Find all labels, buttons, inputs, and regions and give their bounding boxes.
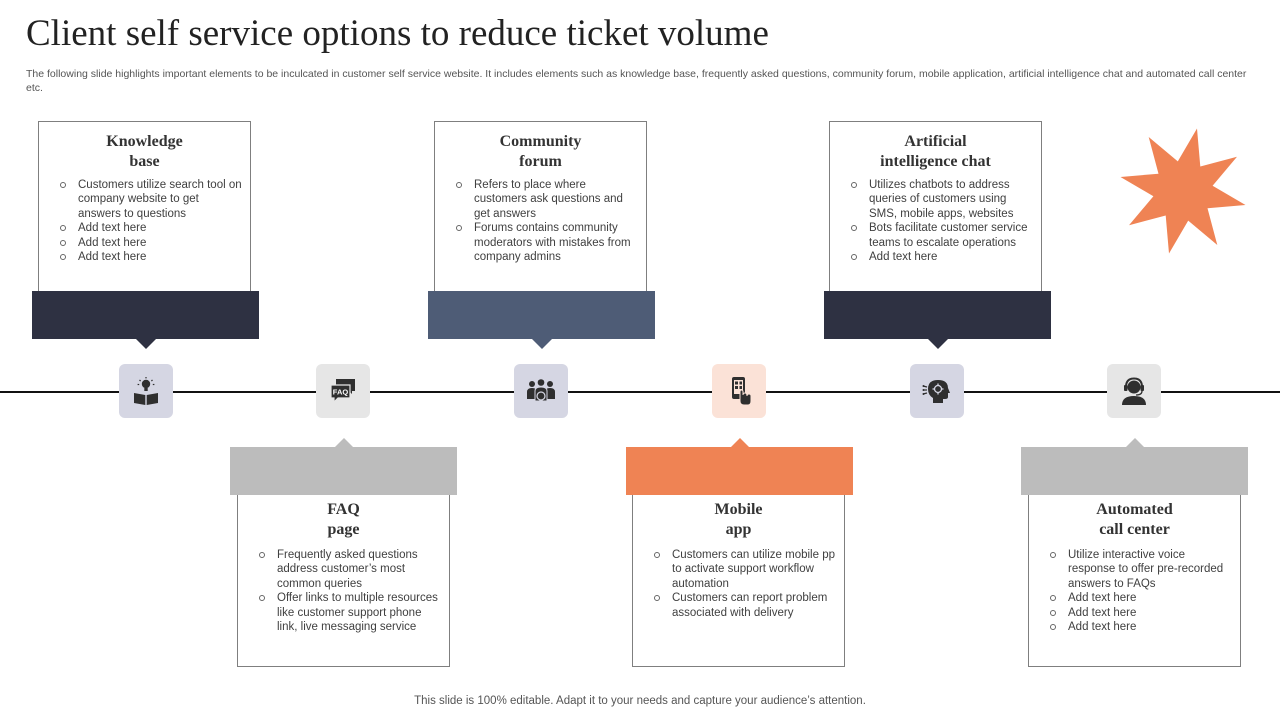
call-center-card: Automated call center Utilize interactiv… [1028, 488, 1241, 667]
ai-chat-bullets: Utilizes chatbots to address queries of … [830, 178, 1041, 264]
community-forum-icon-box [514, 364, 568, 418]
faq-page-bullets: Frequently asked questions address custo… [238, 548, 449, 634]
title-line-2: base [129, 153, 160, 170]
faq-chat-icon: FAQ [330, 379, 355, 404]
mobile-app-title: Mobile app [633, 500, 844, 540]
bullet-item: Add text here [60, 221, 242, 235]
title-line-1: Mobile [714, 501, 763, 518]
call-center-bullets: Utilize interactive voice response to of… [1029, 548, 1240, 634]
bullet-item: Customers can report problem associated … [654, 591, 836, 620]
title-line-1: Knowledge [106, 133, 183, 150]
community-forum-card: Community forum Refers to place where cu… [434, 121, 647, 297]
faq-page-title: FAQ page [238, 500, 449, 540]
bullet-item: Frequently asked questions address custo… [259, 548, 441, 591]
ai-chat-icon-box [910, 364, 964, 418]
ai-chat-card: Artificial intelligence chat Utilizes ch… [829, 121, 1042, 297]
slide-title: Client self service options to reduce ti… [26, 13, 769, 54]
ai-chat-title: Artificial intelligence chat [830, 132, 1041, 172]
community-forum-band [428, 291, 655, 349]
mobile-app-icon-box [712, 364, 766, 418]
mobile-touch-icon [732, 377, 752, 406]
title-line-2: app [725, 521, 752, 538]
lightbulb-book-icon [134, 377, 158, 405]
knowledge-base-card: Knowledge base Customers utilize search … [38, 121, 251, 297]
people-group-icon [527, 379, 555, 402]
knowledge-base-title: Knowledge base [39, 132, 250, 172]
mobile-app-card: Mobile app Customers can utilize mobile … [632, 488, 845, 667]
title-line-1: Artificial [904, 133, 967, 150]
bullet-item: Add text here [60, 250, 242, 264]
title-line-2: intelligence chat [880, 153, 991, 170]
bullet-item: Refers to place where customers ask ques… [456, 178, 638, 221]
mobile-app-band [626, 438, 853, 495]
mobile-app-bullets: Customers can utilize mobile pp to activ… [633, 548, 844, 620]
orange-starburst-decoration [1120, 128, 1246, 254]
faq-page-card: FAQ page Frequently asked questions addr… [237, 488, 450, 667]
call-center-title: Automated call center [1029, 500, 1240, 540]
slide-subtitle: The following slide highlights important… [26, 68, 1247, 94]
bullet-item: Customers utilize search tool on company… [60, 179, 242, 220]
ai-chat-band [824, 291, 1051, 349]
title-line-2: call center [1099, 521, 1170, 538]
bullet-item: Add text here [60, 236, 242, 250]
knowledge-base-band [32, 291, 259, 349]
bullet-item: Bots facilitate customer service teams t… [851, 221, 1033, 250]
call-center-band [1021, 438, 1248, 495]
bullet-item: Add text here [1050, 591, 1232, 605]
bullet-item: Add text here [851, 250, 1033, 264]
headset-agent-icon [1122, 377, 1146, 405]
title-line-1: Automated [1096, 501, 1173, 518]
bullet-item: Add text here [1050, 620, 1232, 634]
title-line-1: Community [499, 133, 582, 150]
slide-footer: This slide is 100% editable. Adapt it to… [414, 695, 866, 707]
title-line-2: forum [519, 153, 562, 170]
bullet-item: Offer links to multiple resources like c… [259, 591, 441, 634]
bullet-item: Utilizes chatbots to address queries of … [851, 178, 1033, 221]
faq-page-band [230, 438, 457, 495]
community-forum-bullets: Refers to place where customers ask ques… [435, 178, 646, 264]
starburst-shape [1120, 128, 1246, 254]
bullet-item: Add text here [1050, 606, 1232, 620]
ai-head-icon [922, 380, 950, 403]
faq-page-icon-box: FAQ [316, 364, 370, 418]
bullet-item: Forums contains community moderators wit… [456, 221, 638, 264]
bullet-item: Customers can utilize mobile pp to activ… [654, 549, 835, 590]
bullet-item: Utilize interactive voice response to of… [1050, 548, 1232, 591]
timeline-line [0, 391, 1280, 393]
call-center-icon-box [1107, 364, 1161, 418]
knowledge-base-bullets: Customers utilize search tool on company… [39, 178, 250, 264]
faq-icon-text: FAQ [333, 388, 349, 397]
community-forum-title: Community forum [435, 132, 646, 172]
title-line-1: FAQ [327, 501, 360, 518]
knowledge-base-icon-box [119, 364, 173, 418]
title-line-2: page [327, 521, 360, 538]
